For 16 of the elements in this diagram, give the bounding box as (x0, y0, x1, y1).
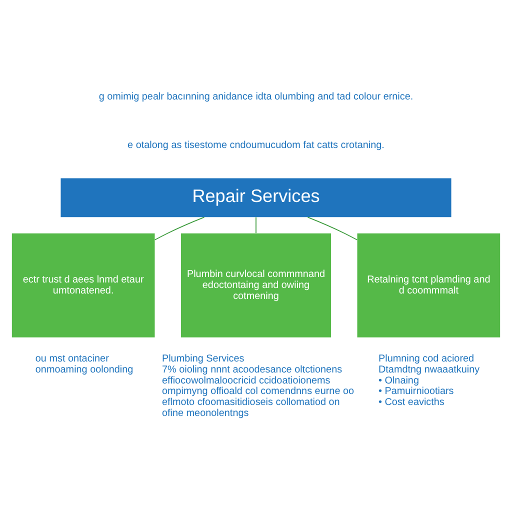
connector (307, 216, 358, 240)
node-label: • Cost eavicths (378, 396, 444, 408)
node-label: 7% oioling nnnt acoodesance oltctionens effiocowolmaloocricid ccidoatioionems ompimyng offioald col comendnns eurne oo eflmoto cfoomasitidioseis collomatiod on ofine meonolentngs (162, 364, 354, 419)
node-label: Dtamdtng nwaaatkuiny (378, 364, 480, 376)
node-label: Plumning cod aciored (378, 354, 474, 365)
node-box: Retalning tcnt plamding and d coommmalt (357, 233, 500, 338)
node-box: ectr trust d aees lnmd etaur umtonatened. (12, 233, 155, 338)
node-label: ou mst ontaciner onmoaming oolonding (35, 354, 134, 376)
node-label: Plumbing Services (162, 354, 244, 365)
node-box: Repair Services (60, 178, 452, 218)
connector (154, 216, 205, 240)
node-label: • Pamuirniootiars (378, 386, 454, 398)
node-label: • Olnaing (378, 375, 419, 386)
node-box: Plumbin curvlocal commmnand edoctontaing and owiing cotmening (180, 233, 332, 338)
label: g omimig pealr bacınning anidance idta olumbing and tad colour ernice. (98, 91, 414, 102)
label: e otalong as tisestome cndoumucudom fat catts crotaning. (128, 140, 384, 152)
